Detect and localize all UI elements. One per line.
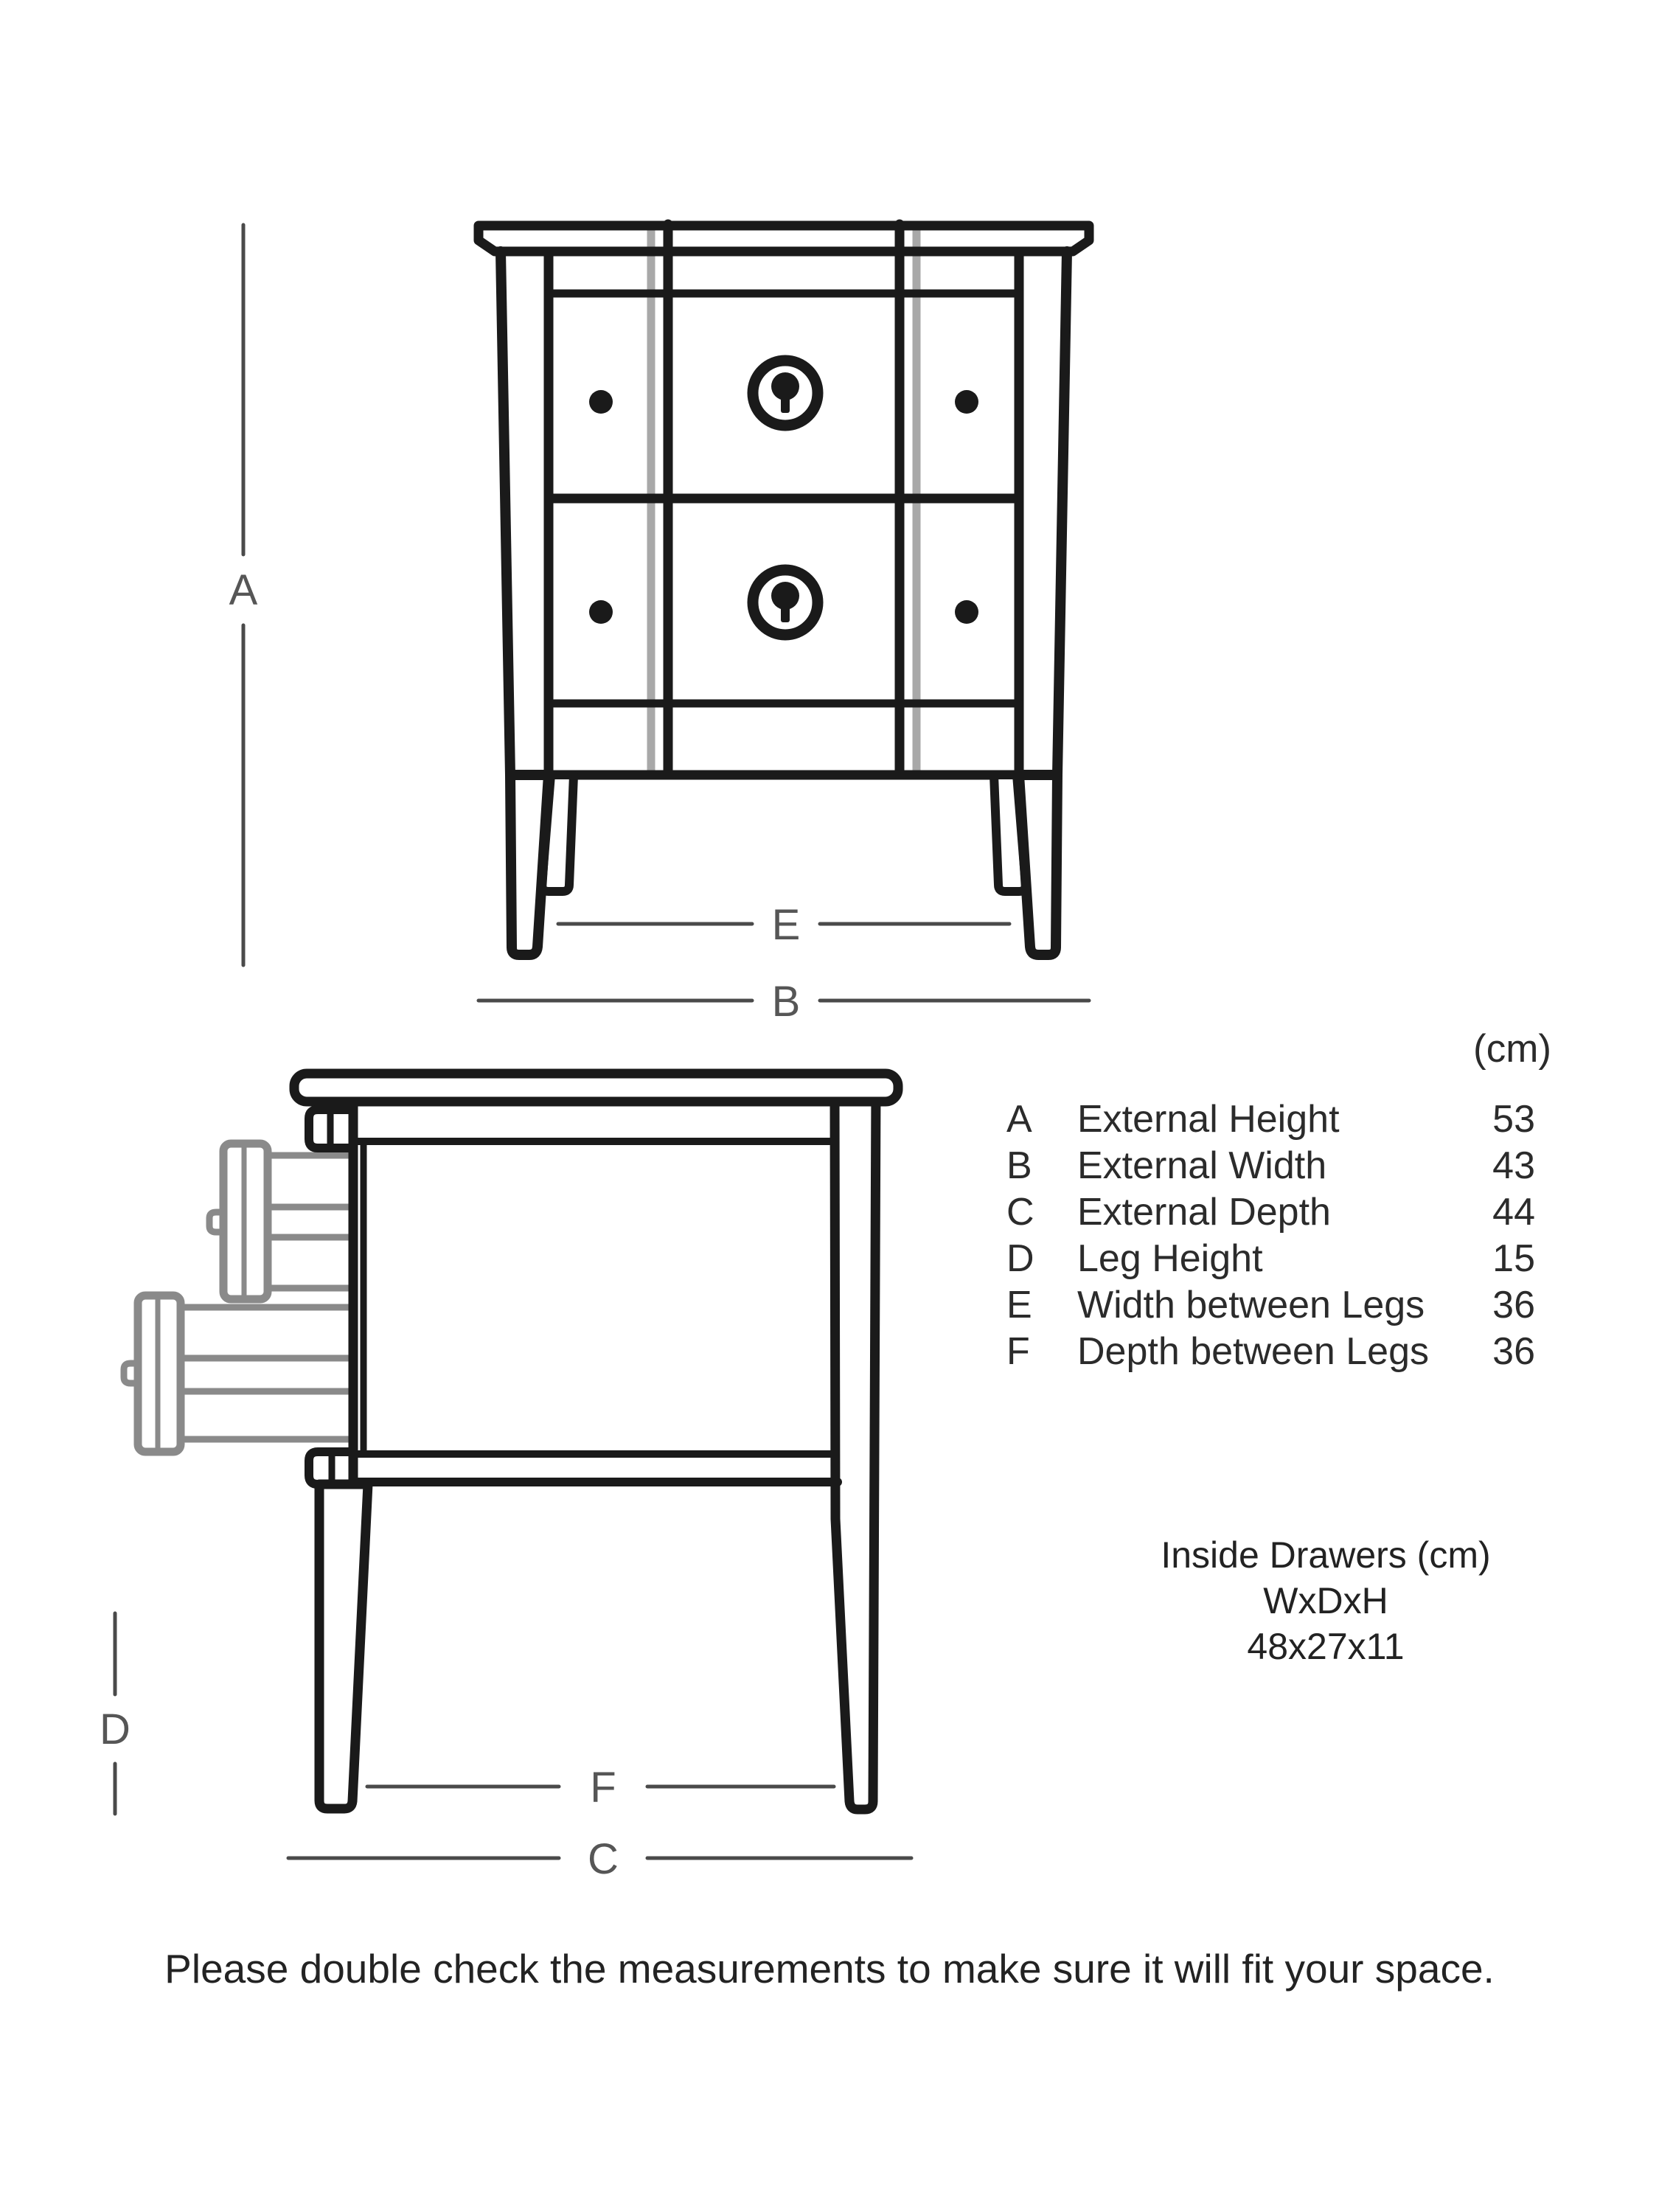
knob-dot [589, 390, 613, 414]
inside-drawers-value: 48x27x11 [1247, 1626, 1405, 1667]
row-label: External Width [1077, 1144, 1327, 1187]
front-body-right-edge [1052, 246, 1072, 780]
dimension-label-e: E [772, 901, 801, 949]
side-back-leg [830, 1085, 881, 1815]
inside-drawers-order: WxDxH [1263, 1580, 1388, 1621]
row-value: 53 [1492, 1098, 1535, 1141]
row-label: Leg Height [1077, 1237, 1263, 1280]
row-key: F [1006, 1330, 1030, 1373]
row-value: 36 [1492, 1284, 1535, 1326]
row-label: Width between Legs [1077, 1284, 1425, 1326]
side-drawer-upper [206, 1139, 356, 1304]
knob-dot [589, 600, 613, 624]
inside-drawers-title: Inside Drawers (cm) [1161, 1534, 1491, 1576]
row-label: External Height [1077, 1098, 1340, 1141]
side-front-leg-bottom-tab [305, 1447, 356, 1489]
row-key: A [1006, 1098, 1032, 1141]
row-value: 36 [1492, 1330, 1535, 1373]
row-value: 15 [1492, 1237, 1535, 1280]
front-view-front-leg-left [505, 770, 554, 960]
side-top-board [289, 1068, 903, 1107]
row-label: Depth between Legs [1077, 1330, 1430, 1373]
dimension-label-f: F [590, 1764, 616, 1812]
side-view-drawing: D F C [100, 1068, 914, 1883]
table-row: E Width between Legs 36 [1006, 1282, 1535, 1329]
table-row: A External Height 53 [1006, 1096, 1535, 1143]
keyhole-icon-upper [747, 355, 824, 431]
side-drawer-lower [120, 1291, 356, 1456]
dimension-label-d: D [100, 1705, 131, 1753]
knob-dot [955, 390, 978, 414]
dimension-label-b: B [772, 978, 801, 1026]
row-key: D [1006, 1237, 1034, 1280]
front-top-board [473, 220, 1094, 257]
side-front-leg-top-tab [305, 1105, 356, 1152]
dimension-label-c: C [588, 1835, 619, 1883]
row-key: C [1006, 1191, 1034, 1234]
table-row: D Leg Height 15 [1006, 1236, 1535, 1282]
row-key: B [1006, 1144, 1032, 1187]
row-label: External Depth [1077, 1191, 1331, 1234]
dimension-label-a: A [229, 566, 258, 614]
table-row: C External Depth 44 [1006, 1189, 1535, 1236]
inside-drawers-info: Inside Drawers (cm) WxDxH 48x27x11 [1031, 1532, 1621, 1669]
row-key: E [1006, 1284, 1032, 1326]
front-view-front-leg-right [1014, 770, 1062, 960]
row-value: 43 [1492, 1144, 1535, 1187]
measurements-table: A External Height 53 B External Width 43… [1006, 1096, 1535, 1375]
knob-dot [955, 600, 978, 624]
keyhole-icon-lower [747, 564, 824, 641]
measurement-note: Please double check the measurements to … [164, 1946, 1495, 1992]
front-view-drawing: A E B [229, 219, 1094, 1026]
table-row: B External Width 43 [1006, 1143, 1535, 1189]
row-value: 44 [1492, 1191, 1535, 1234]
units-header: (cm) [1473, 1027, 1551, 1071]
table-row: F Depth between Legs 36 [1006, 1329, 1535, 1375]
side-front-leg [314, 1479, 373, 1814]
front-body-left-edge [495, 246, 515, 780]
